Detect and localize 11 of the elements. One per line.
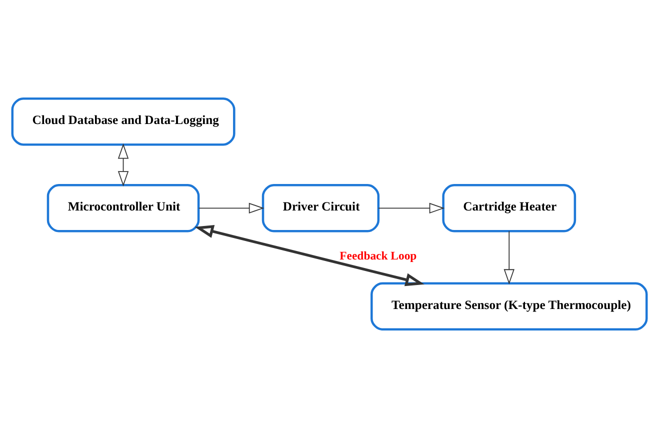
node-box: Driver Circuit	[262, 184, 380, 232]
arrow	[504, 230, 514, 284]
edge-label: Feedback Loop	[340, 249, 417, 262]
arrow	[378, 202, 445, 214]
arrow	[198, 202, 264, 214]
node-box: Cartridge Heater	[442, 184, 576, 232]
arrow	[118, 143, 129, 186]
node-box: Cloud Database and Data-Logging	[11, 97, 236, 146]
arrow	[194, 225, 424, 286]
node-box: Temperature Sensor (K-type Thermocouple)	[370, 282, 648, 331]
node-box: Microcontroller Unit	[46, 184, 200, 232]
